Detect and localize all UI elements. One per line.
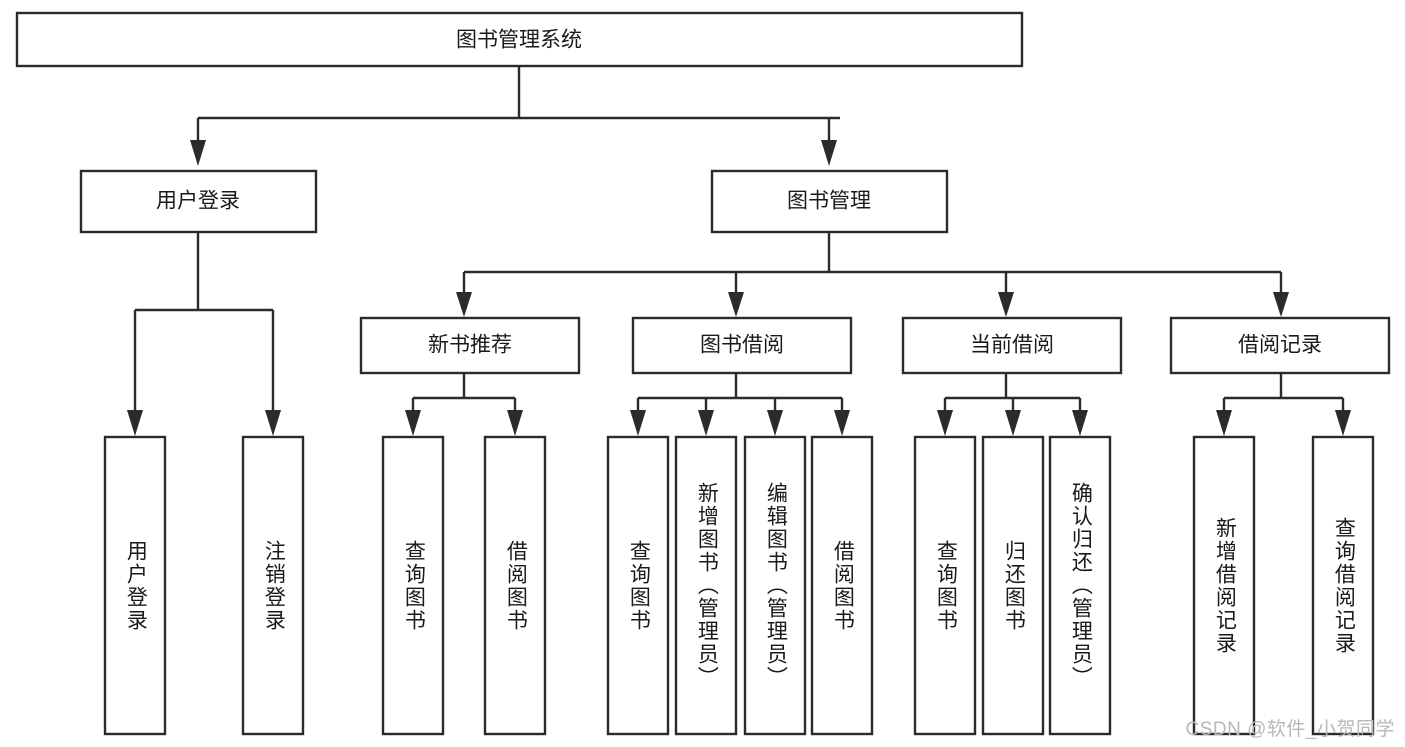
leaf-box-add-book[interactable] <box>674 435 738 736</box>
leaf-box-return-book[interactable] <box>981 435 1045 736</box>
node-new-book-recommend[interactable]: 新书推荐 <box>359 316 581 375</box>
arrow-to-leaf-user-login <box>127 410 143 436</box>
arrow-to-user-login <box>190 140 206 166</box>
connectors-book-management-to-level3 <box>456 232 1289 317</box>
arrow-to-borrow-record <box>1273 292 1289 317</box>
arrow-to-leaf-query-book-2 <box>630 410 646 436</box>
leaf-boxes <box>103 435 1375 736</box>
arrow-to-new-book-recommend <box>456 292 472 317</box>
watermark-text: CSDN @软件_小贺同学 <box>1185 719 1395 740</box>
leaf-box-edit-book[interactable] <box>743 435 807 736</box>
leaf-box-query-book-3[interactable] <box>913 435 977 736</box>
new-book-recommend-box[interactable] <box>359 316 581 375</box>
borrow-record-label: 借阅记录 <box>1238 334 1322 357</box>
leaf-box-query-book-2[interactable] <box>606 435 670 736</box>
node-borrow-record[interactable]: 借阅记录 <box>1169 316 1391 375</box>
node-root[interactable]: 图书管理系统 <box>15 11 1024 68</box>
arrow-to-leaf-borrow-book-1 <box>507 410 523 436</box>
arrow-to-leaf-edit-book <box>767 410 783 436</box>
node-book-management[interactable]: 图书管理 <box>710 169 949 234</box>
connectors-book-borrow-to-leaves <box>630 373 850 436</box>
borrow-record-box[interactable] <box>1169 316 1391 375</box>
arrow-to-leaf-query-book-1 <box>405 410 421 436</box>
leaf-box-confirm-return[interactable] <box>1048 435 1112 736</box>
leaf-box-query-borrow-record[interactable] <box>1311 435 1375 736</box>
connectors-current-borrow-to-leaves <box>937 373 1088 436</box>
leaf-box-borrow-book-1[interactable] <box>483 435 547 736</box>
node-user-login[interactable]: 用户登录 <box>79 169 318 234</box>
arrow-to-leaf-logout-login <box>265 410 281 436</box>
arrow-to-leaf-add-book <box>698 410 714 436</box>
arrow-to-leaf-confirm-return <box>1072 410 1088 436</box>
connectors-new-book-recommend-to-leaves <box>405 373 523 436</box>
leaf-box-user-login[interactable] <box>103 435 167 736</box>
arrow-to-leaf-return-book <box>1005 410 1021 436</box>
arrow-to-leaf-borrow-book-2 <box>834 410 850 436</box>
connectors-borrow-record-to-leaves <box>1216 373 1351 436</box>
book-borrow-box[interactable] <box>631 316 853 375</box>
current-borrow-label: 当前借阅 <box>970 334 1054 357</box>
arrow-to-leaf-add-borrow-record <box>1216 410 1232 436</box>
book-borrow-label: 图书借阅 <box>700 334 784 357</box>
node-current-borrow[interactable]: 当前借阅 <box>901 316 1123 375</box>
book-management-label: 图书管理 <box>787 190 871 213</box>
root-label: 图书管理系统 <box>456 29 582 52</box>
root-box[interactable] <box>15 11 1024 68</box>
arrow-to-book-management <box>821 140 837 166</box>
leaf-box-query-book-1[interactable] <box>381 435 445 736</box>
leaf-box-logout-login[interactable] <box>241 435 305 736</box>
user-login-box[interactable] <box>79 169 318 234</box>
leaf-box-add-borrow-record[interactable] <box>1192 435 1256 736</box>
new-book-recommend-label: 新书推荐 <box>428 334 512 357</box>
current-borrow-box[interactable] <box>901 316 1123 375</box>
connectors-user-login-to-leaves <box>127 232 281 436</box>
book-management-box[interactable] <box>710 169 949 234</box>
arrow-to-current-borrow <box>998 292 1014 317</box>
arrow-to-leaf-query-book-3 <box>937 410 953 436</box>
node-book-borrow[interactable]: 图书借阅 <box>631 316 853 375</box>
connectors-root-to-level2 <box>190 66 840 166</box>
user-login-label: 用户登录 <box>156 190 240 213</box>
arrow-to-book-borrow <box>728 292 744 317</box>
arrow-to-leaf-query-borrow-record <box>1335 410 1351 436</box>
leaf-box-borrow-book-2[interactable] <box>810 435 874 736</box>
